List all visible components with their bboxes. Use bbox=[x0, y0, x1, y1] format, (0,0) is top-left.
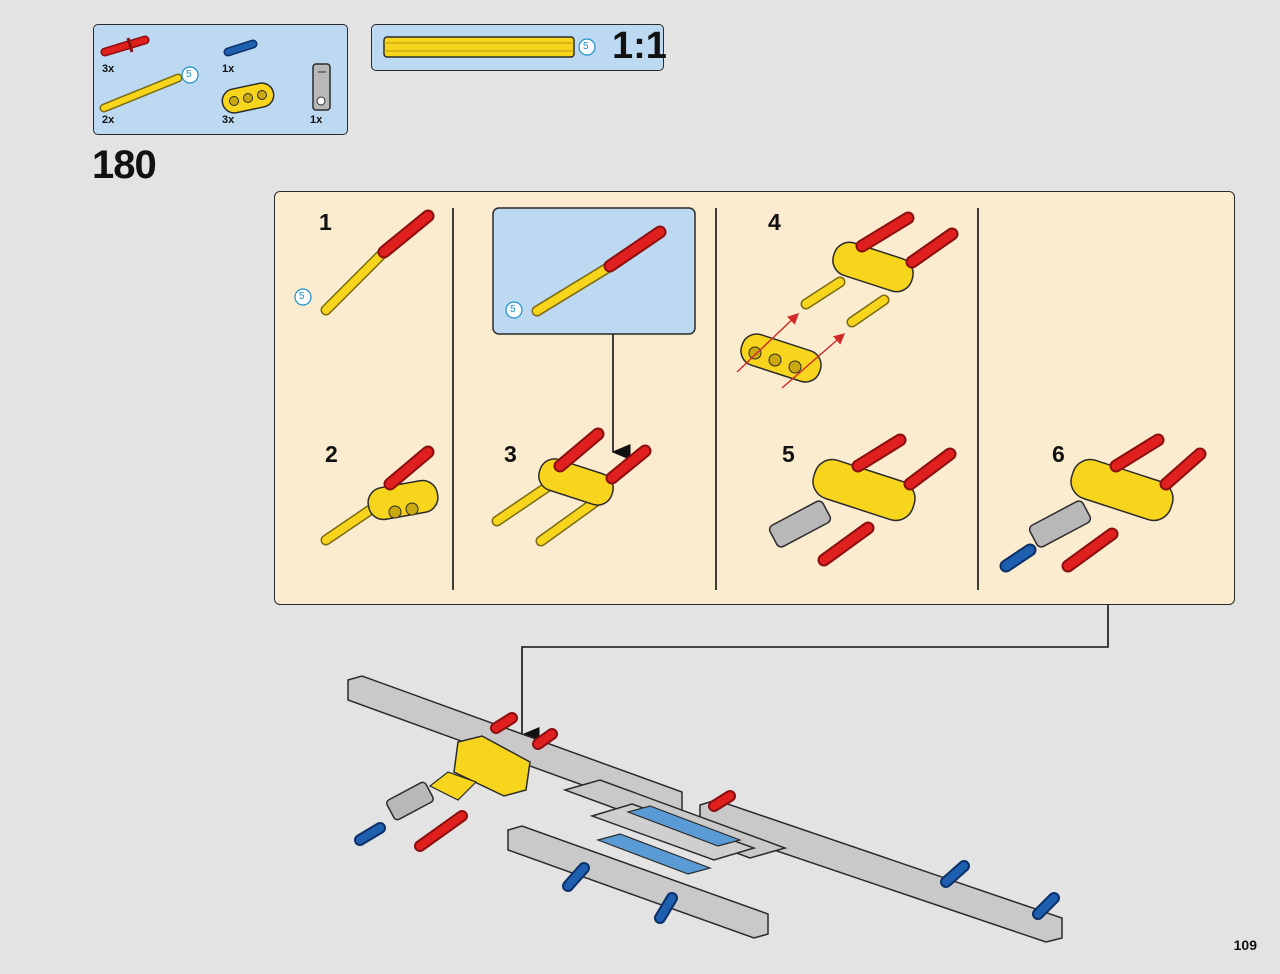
panel-dividers bbox=[452, 208, 979, 590]
step5-assembly bbox=[768, 433, 957, 567]
scale-ratio: 1:1 bbox=[612, 25, 667, 67]
parts-yellow-liftarm-icon bbox=[221, 82, 275, 114]
parts-blue-pin-icon bbox=[223, 39, 258, 57]
page-number: 109 bbox=[1233, 937, 1257, 953]
substep-3-label: 3 bbox=[504, 441, 517, 467]
qty-red-pin: 3x bbox=[102, 63, 115, 75]
step1-assembly bbox=[294, 209, 435, 316]
parts-red-pin-icon bbox=[100, 35, 150, 57]
step4-assembly bbox=[736, 211, 959, 389]
scale-length-callout: 5 bbox=[583, 41, 589, 52]
assembly-arrow bbox=[520, 605, 1109, 743]
qty-yellow-axle: 2x bbox=[102, 114, 115, 126]
parts-axle-length: 5 bbox=[186, 69, 192, 80]
parts-gray-connector-icon bbox=[312, 63, 331, 111]
callout-assembly bbox=[505, 225, 667, 319]
qty-gray-connector: 1x bbox=[310, 114, 323, 126]
substep-2-label: 2 bbox=[325, 441, 338, 467]
substeps-panel bbox=[274, 191, 1235, 605]
step6-assembly bbox=[999, 433, 1207, 573]
qty-blue-pin: 1x bbox=[222, 63, 235, 75]
main-assembly bbox=[347, 675, 1063, 943]
substep-6-label: 6 bbox=[1052, 441, 1065, 467]
parts-yellow-axle-icon bbox=[99, 66, 199, 113]
scale-axle-icon bbox=[383, 36, 596, 58]
subassembly-length-callout: 5 bbox=[510, 304, 516, 315]
substep-1-label: 1 bbox=[319, 209, 332, 235]
step2-assembly bbox=[320, 445, 439, 546]
substep-5-label: 5 bbox=[782, 441, 795, 467]
qty-yellow-liftarm: 3x bbox=[222, 114, 235, 126]
substep-4-label: 4 bbox=[768, 209, 781, 235]
step1-length-callout: 5 bbox=[299, 291, 305, 302]
step3-assembly bbox=[491, 427, 652, 547]
step-number: 180 bbox=[92, 143, 157, 187]
